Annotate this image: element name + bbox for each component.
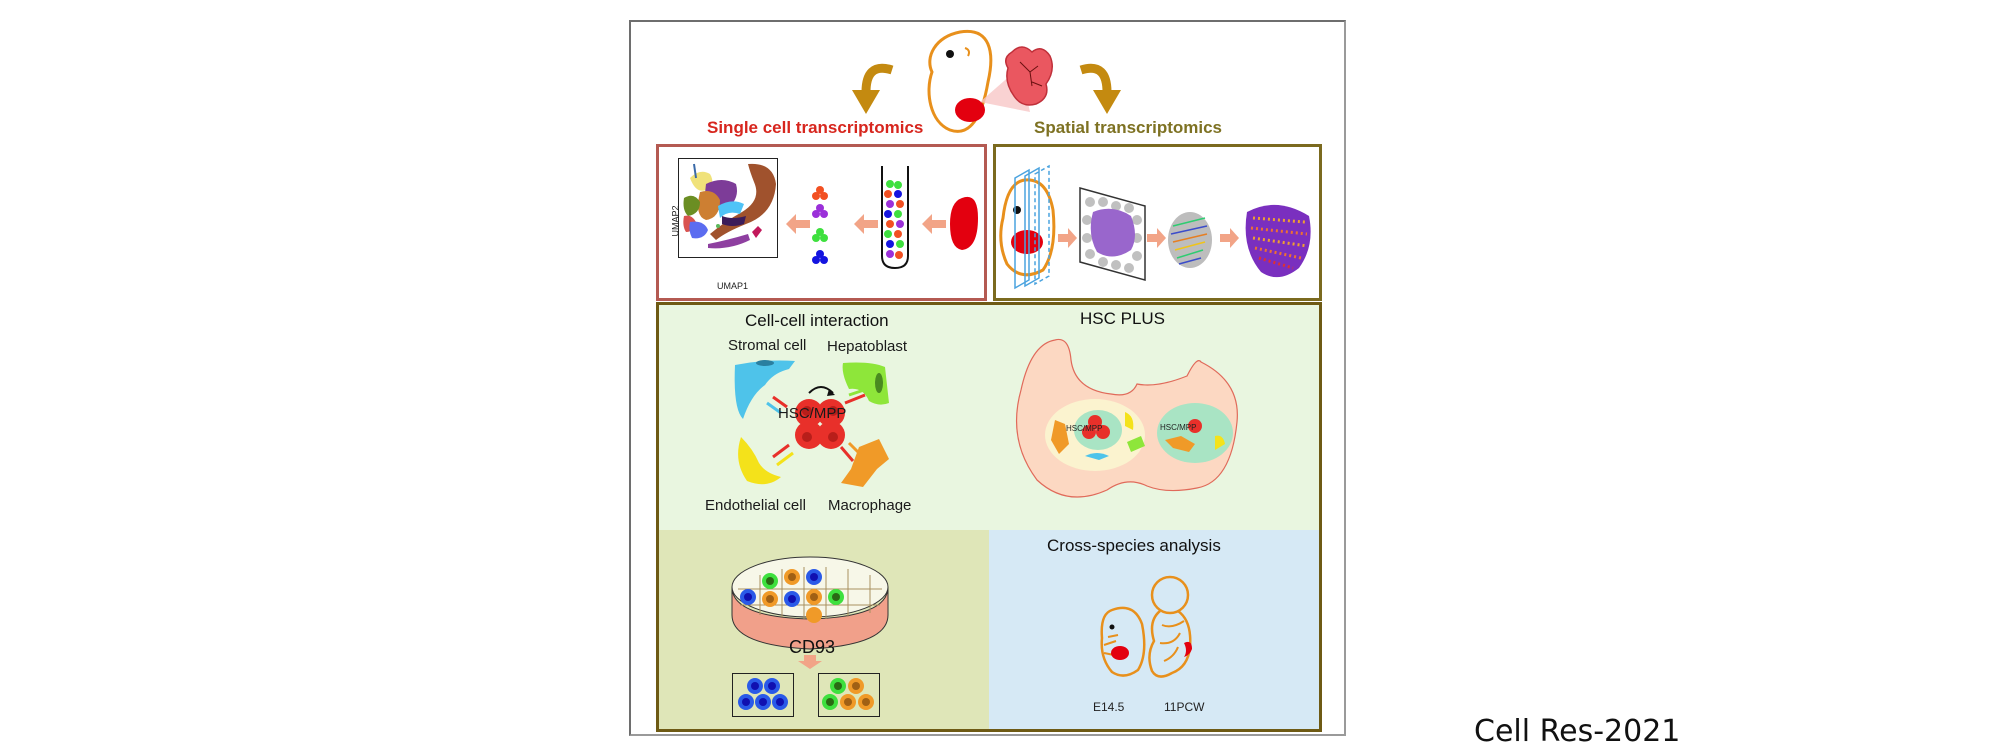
spatial-heading: Spatial transcriptomics <box>1034 118 1223 137</box>
hsc-mpp-cluster <box>795 399 845 449</box>
umap-plot <box>678 158 778 258</box>
embryo-top-illustration <box>927 29 1053 133</box>
cell-clusters <box>812 186 828 264</box>
hsc-plus-title: HSC PLUS <box>1080 309 1166 328</box>
cross-species-title: Cross-species analysis <box>1047 536 1221 555</box>
single-cell-heading: Single cell transcriptomics <box>707 118 924 137</box>
citation: Cell Res-2021 <box>1474 714 1681 749</box>
label-hsc-mpp: HSC/MPP <box>778 405 847 422</box>
cell-interaction-title: Cell-cell interaction <box>745 311 889 330</box>
niche-label-2: HSC/MPP <box>1160 423 1197 432</box>
label-hepatoblast: Hepatoblast <box>827 338 908 355</box>
sorted-cells-mixed <box>818 673 880 717</box>
label-macrophage: Macrophage <box>828 497 912 514</box>
niche-label-1: HSC/MPP <box>1066 424 1103 433</box>
sorted-cells-blue <box>732 673 794 717</box>
umap-x-label: UMAP1 <box>717 281 749 291</box>
embryo-comparison <box>1100 575 1192 678</box>
cell-interaction-diagram <box>734 360 889 487</box>
arrow-left-curved-icon <box>852 63 894 114</box>
cross-species-quadrant <box>989 530 1319 729</box>
label-stromal-cell: Stromal cell <box>728 337 807 354</box>
arrow-right-curved-icon <box>1079 63 1121 114</box>
cd93-label: CD93 <box>789 637 836 657</box>
label-endothelial-cell: Endothelial cell <box>705 497 806 514</box>
umap-y-label: UMAP2 <box>670 205 681 237</box>
sc-workflow-arrows <box>786 166 978 270</box>
stage-mouse: E14.5 <box>1093 700 1125 714</box>
liver-niche-diagram <box>1015 338 1238 498</box>
culture-dish-diagram <box>731 556 889 669</box>
stage-human: 11PCW <box>1164 700 1205 714</box>
spatial-workflow <box>999 164 1311 290</box>
